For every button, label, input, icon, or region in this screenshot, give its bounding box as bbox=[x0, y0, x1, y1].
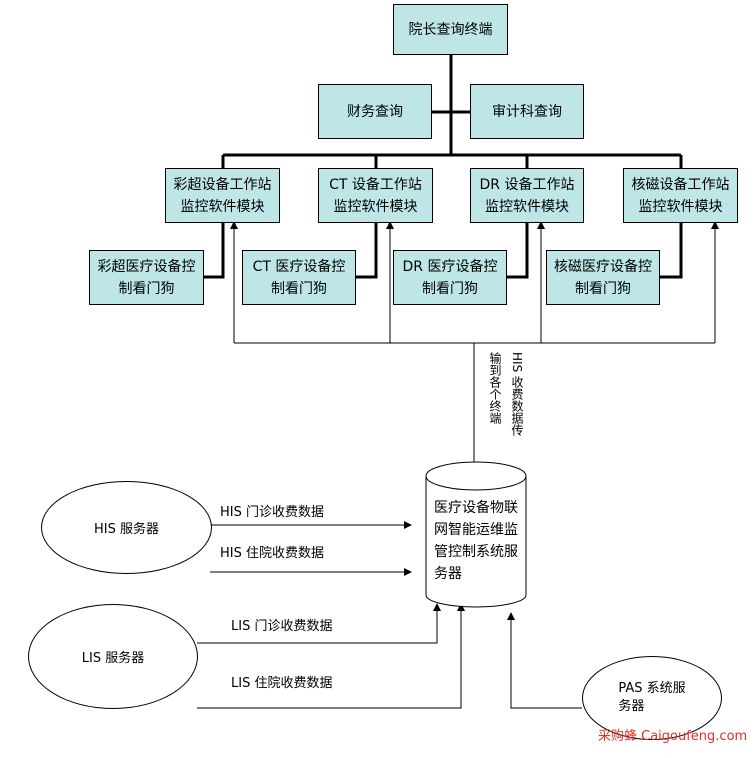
watchdog-line2: 制看门狗 bbox=[118, 280, 175, 297]
database-line: 医疗设备物联 bbox=[434, 500, 518, 516]
watchdog-line2: 制看门狗 bbox=[422, 280, 478, 297]
module-line1: 彩超设备工作站 bbox=[173, 176, 272, 193]
his-server-label: HIS 服务器 bbox=[94, 522, 159, 537]
module-line1: 核磁设备工作站 bbox=[631, 176, 730, 193]
database-label: 医疗设备物联 网智能运维监 管控制系统服 务器 bbox=[434, 497, 526, 585]
mri-module-box: 核磁设备工作站监控软件模块 bbox=[623, 168, 738, 223]
his-inpatient-label: HIS 住院收费数据 bbox=[220, 546, 324, 561]
director-terminal-label: 院长查询终端 bbox=[408, 21, 493, 38]
his-transfer-label-col2: 输到各个终端 bbox=[488, 352, 502, 424]
watchdog-line1: DR 医疗设备控 bbox=[402, 258, 498, 275]
database-line: 管控制系统服 bbox=[434, 544, 518, 560]
database-line: 务器 bbox=[434, 566, 462, 582]
lis-inpatient-label: LIS 住院收费数据 bbox=[231, 676, 333, 691]
lis-outpatient-label: LIS 门诊收费数据 bbox=[231, 619, 333, 634]
pas-server: PAS 系统服 务器 bbox=[582, 656, 722, 740]
watchdog-line2: 制看门狗 bbox=[575, 280, 631, 297]
watchdog-line1: CT 医疗设备控 bbox=[252, 258, 346, 275]
his-server: HIS 服务器 bbox=[41, 481, 212, 574]
module-line1: CT 设备工作站 bbox=[329, 176, 422, 193]
finance-query-label: 财务查询 bbox=[347, 103, 403, 120]
his-outpatient-label: HIS 门诊收费数据 bbox=[220, 505, 324, 520]
watchdog-line1: 核磁医疗设备控 bbox=[554, 258, 652, 275]
dr-watchdog-box: DR 医疗设备控制看门狗 bbox=[393, 250, 507, 305]
module-line2: 监控软件模块 bbox=[180, 198, 265, 215]
database-line: 网智能运维监 bbox=[434, 522, 518, 538]
watchdog-line1: 彩超医疗设备控 bbox=[97, 258, 196, 275]
tree-connectors bbox=[204, 54, 683, 279]
ct-module-box: CT 设备工作站监控软件模块 bbox=[318, 168, 433, 223]
module-line1: DR 设备工作站 bbox=[479, 176, 575, 193]
mri-watchdog-box: 核磁医疗设备控制看门狗 bbox=[546, 250, 660, 305]
his-transfer-label-col1: HIS 收费数据传 bbox=[510, 352, 524, 436]
database-cylinder bbox=[425, 461, 527, 608]
distribution-lines bbox=[197, 221, 719, 709]
module-line2: 监控软件模块 bbox=[638, 198, 723, 215]
lis-server: LIS 服务器 bbox=[28, 604, 198, 709]
dr-module-box: DR 设备工作站监控软件模块 bbox=[470, 168, 584, 223]
pas-server-line2: 务器 bbox=[618, 699, 645, 714]
watchdog-line2: 制看门狗 bbox=[271, 280, 327, 297]
module-line2: 监控软件模块 bbox=[485, 198, 569, 215]
watermark: 采购蜂 Caigoufeng.com bbox=[598, 729, 748, 744]
pas-server-line1: PAS 系统服 bbox=[618, 681, 686, 696]
audit-query-label: 审计科查询 bbox=[492, 103, 562, 120]
ultrasound-module-box: 彩超设备工作站监控软件模块 bbox=[165, 168, 280, 223]
finance-query-box: 财务查询 bbox=[318, 84, 432, 139]
lis-server-label: LIS 服务器 bbox=[81, 651, 145, 666]
director-query-terminal: 院长查询终端 bbox=[393, 4, 508, 55]
audit-query-box: 审计科查询 bbox=[470, 84, 584, 139]
ct-watchdog-box: CT 医疗设备控制看门狗 bbox=[242, 250, 356, 305]
module-line2: 监控软件模块 bbox=[333, 198, 418, 215]
ultrasound-watchdog-box: 彩超医疗设备控制看门狗 bbox=[89, 250, 204, 305]
